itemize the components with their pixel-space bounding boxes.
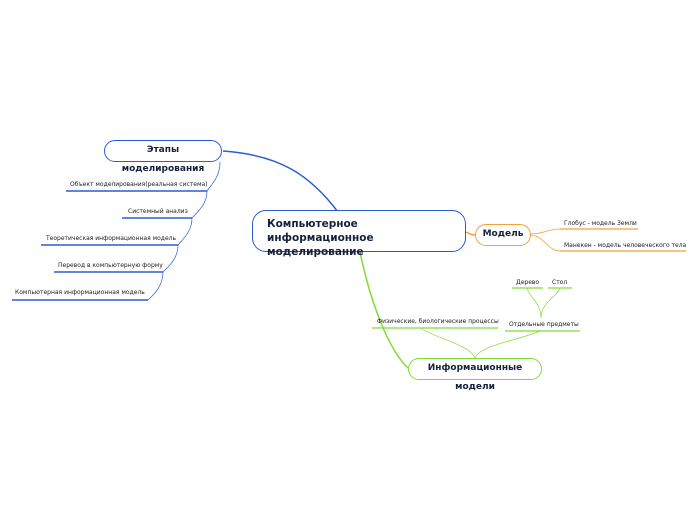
subtopic-physical-processes[interactable]: Физические, биологические процессы	[377, 318, 499, 325]
topic-label: Модель	[482, 229, 524, 239]
topic-informacionnye-modeli[interactable]: Информационные модели	[408, 358, 542, 392]
topic-etapy-modelirovaniya[interactable]: Этапы моделирования	[104, 140, 222, 174]
subtopic-separate-objects[interactable]: Отдельные предметы	[509, 321, 579, 328]
central-topic[interactable]: Компьютерное информационное моделировани…	[252, 210, 466, 258]
stage-connector-2	[191, 190, 208, 219]
subtopic-computer-form[interactable]: Перевод в компьютерную форму	[58, 262, 163, 269]
info-leaf-lines	[372, 287, 580, 359]
subtopic-maneken[interactable]: Манекен - модель человеческого тела	[564, 242, 687, 249]
subtopic-stol[interactable]: Стол	[552, 279, 568, 286]
stage-connector-4	[162, 244, 179, 273]
topic-label: Этапы моделирования	[121, 145, 205, 174]
subitem-connector-2	[540, 287, 561, 319]
subtopic-theoretical-model[interactable]: Теоретическая информационная модель	[46, 235, 177, 242]
subtopic-object[interactable]: Объект моделирования(реальная система)	[70, 181, 208, 188]
stage-connector-1	[206, 161, 221, 192]
topic-label: Информационные модели	[427, 363, 523, 392]
model-leaf-lines	[530, 228, 686, 252]
etapy-stage-lines	[12, 161, 221, 301]
model-connector-1	[530, 228, 561, 235]
connector-central-etapy	[222, 150, 339, 213]
info-connector-2	[474, 330, 541, 359]
subtopic-computer-model[interactable]: Компьютерная информационная модель	[15, 289, 145, 296]
stage-connector-3	[177, 217, 193, 246]
model-connector-2	[530, 234, 561, 252]
topic-model[interactable]: Модель	[475, 224, 531, 246]
subtopic-globus[interactable]: Глобус - модель Земли	[564, 220, 637, 227]
subtopic-derevo[interactable]: Дерево	[516, 279, 540, 286]
stage-connector-5	[147, 271, 164, 301]
central-topic-line1: Компьютерное информационное	[267, 218, 374, 244]
subtopic-system-analysis[interactable]: Системный анализ	[128, 208, 188, 215]
info-connector-1	[419, 327, 476, 359]
central-topic-line2: моделирование	[267, 246, 364, 258]
subitem-connector-1	[526, 287, 542, 319]
connector-central-info	[359, 251, 410, 370]
